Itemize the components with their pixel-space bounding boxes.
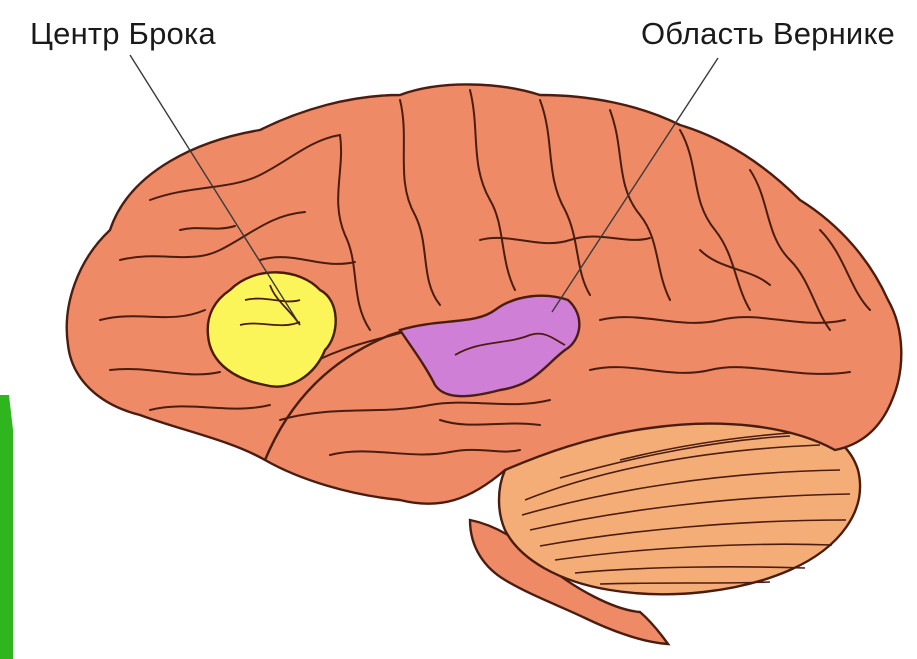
wernicke-label: Область Вернике [641,16,895,52]
broca-label: Центр Брока [30,16,216,52]
green-accent-bar [0,395,13,659]
